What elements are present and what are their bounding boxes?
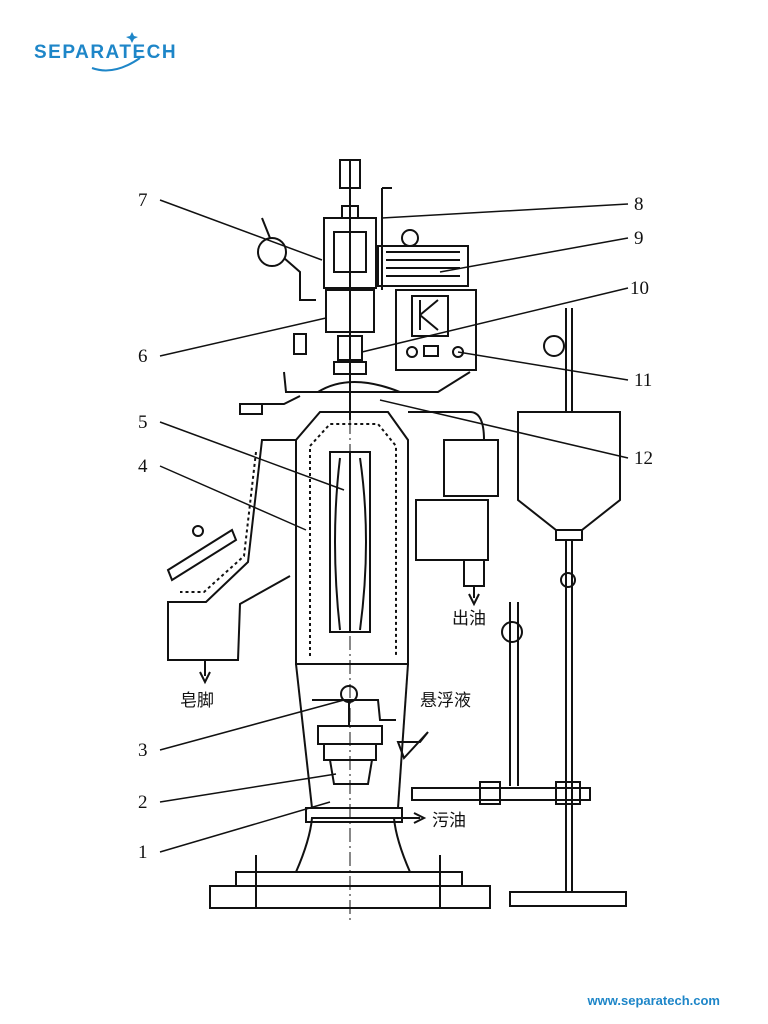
part-label-6: 6: [138, 346, 148, 367]
feed-tank: [509, 308, 627, 907]
bowl-housing: [295, 411, 409, 665]
lower-housing: [295, 663, 409, 809]
part-label-12: 12: [634, 448, 653, 469]
part-label-5: 5: [138, 412, 148, 433]
suspension-inlet: [396, 731, 429, 760]
part-label-8: 8: [634, 194, 644, 215]
brand-name: SEPARATECH: [34, 42, 178, 63]
separatech-logo: SEPARATECH: [34, 28, 184, 76]
part-label-2: 2: [138, 792, 148, 813]
website-url: www.separatech.com: [587, 993, 720, 1008]
label-dirty-oil: 污油: [432, 811, 466, 831]
part-label-7: 7: [138, 190, 148, 211]
label-soapstock: 皂脚: [180, 691, 214, 711]
part-label-1: 1: [138, 842, 148, 863]
soapstock-chute: [166, 439, 296, 685]
motor-block: [377, 187, 469, 290]
oil-outlet-assembly: [408, 411, 499, 607]
leader-lines: [159, 199, 629, 853]
part-label-11: 11: [634, 370, 652, 391]
feed-pipe: [411, 602, 591, 805]
part-label-9: 9: [634, 228, 644, 249]
spindle: [323, 159, 377, 420]
dirty-oil-outlet: [380, 812, 427, 824]
pressure-gauge: [257, 217, 316, 355]
logo-swoosh-icon: [91, 32, 141, 72]
part-label-10: 10: [630, 278, 649, 299]
part-label-3: 3: [138, 740, 148, 761]
label-suspension: 悬浮液: [420, 691, 471, 711]
label-oil-out: 出油: [452, 609, 486, 629]
part-label-4: 4: [138, 456, 148, 477]
control-box: [395, 289, 477, 371]
top-cover: [239, 371, 471, 415]
